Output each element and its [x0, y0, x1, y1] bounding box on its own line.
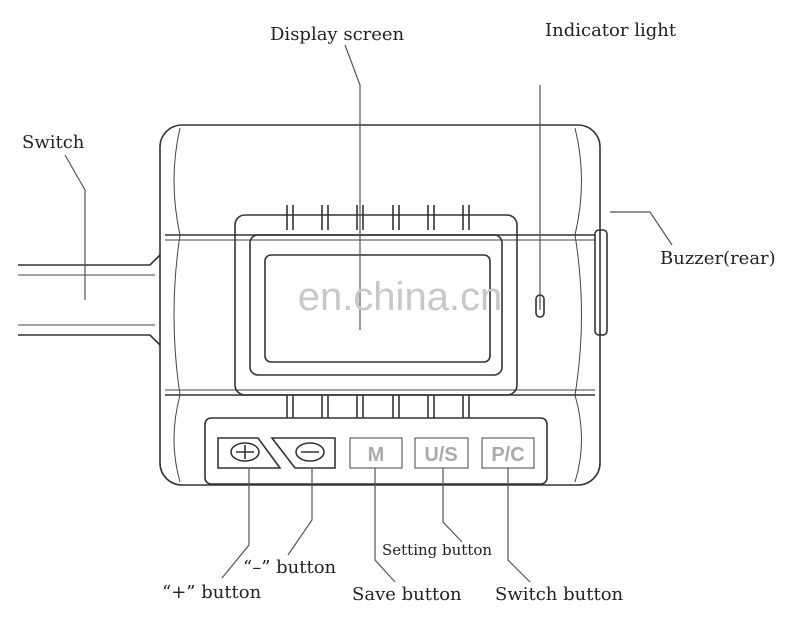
label-display-screen: Display screen — [270, 24, 405, 45]
shaft — [18, 254, 161, 346]
setting-button-label: U/S — [424, 444, 457, 466]
watermark: en.china.cn — [298, 275, 503, 319]
label-switch: Switch — [22, 132, 85, 153]
fins — [286, 205, 470, 418]
minus-button[interactable] — [270, 437, 336, 469]
label-switch-button: Switch button — [495, 584, 624, 605]
leader-lines — [64, 44, 673, 583]
save-button-label: M — [368, 444, 385, 466]
label-minus-button: “–” button — [243, 557, 337, 578]
switch-button[interactable]: P/C — [481, 437, 535, 469]
plus-button[interactable] — [217, 437, 282, 469]
label-plus-button: “+” button — [162, 582, 262, 603]
label-save-button: Save button — [352, 584, 462, 605]
switch-button-label: P/C — [491, 444, 524, 466]
button-panel — [204, 417, 548, 485]
setting-button[interactable]: U/S — [414, 437, 469, 469]
label-indicator-light: Indicator light — [545, 20, 677, 41]
save-button[interactable]: M — [349, 437, 403, 469]
label-buzzer: Buzzer(rear) — [660, 248, 776, 269]
label-setting-button: Setting button — [382, 541, 492, 559]
display-screen — [234, 214, 518, 396]
device-body — [159, 124, 608, 486]
